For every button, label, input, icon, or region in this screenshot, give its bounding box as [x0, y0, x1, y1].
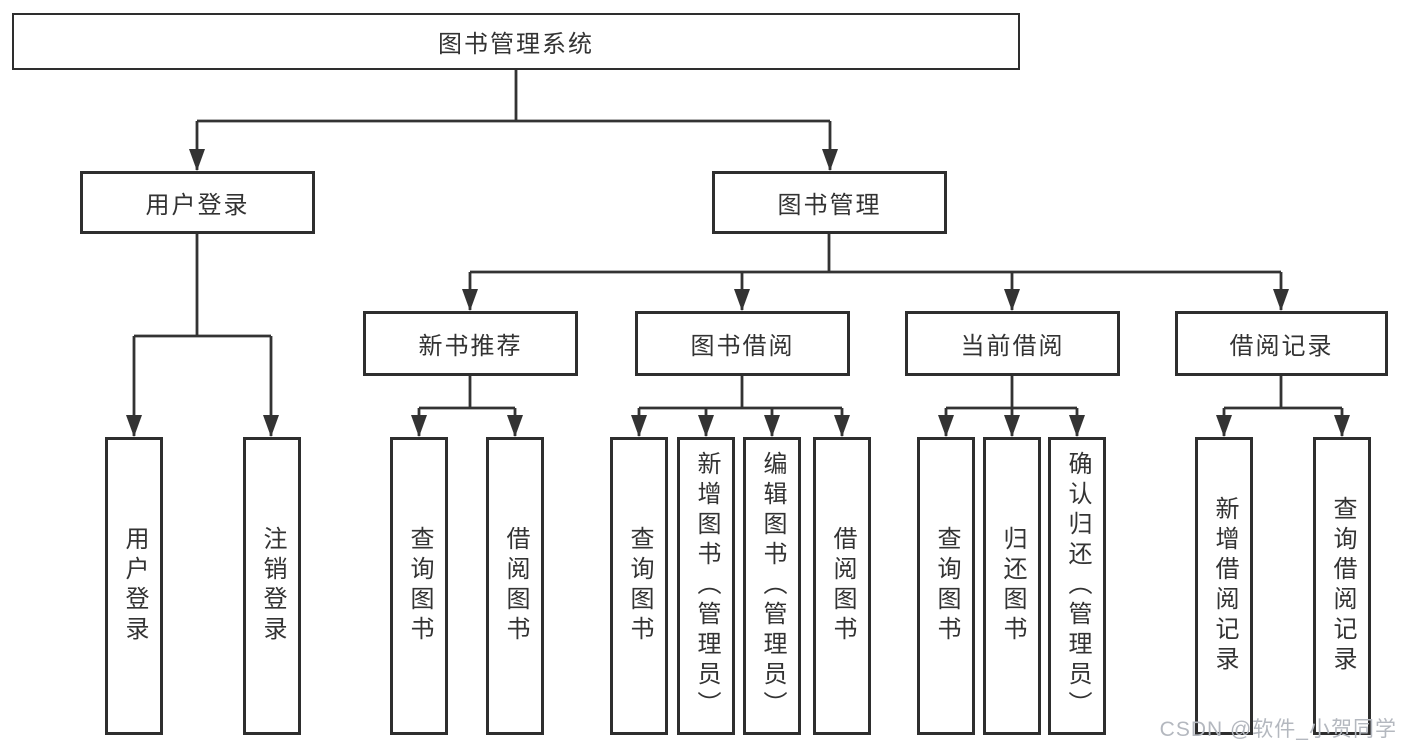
node-user-login: 用户登录 — [80, 171, 315, 234]
node-label: 查询图书 — [933, 526, 960, 646]
node-label: 用户登录 — [121, 526, 148, 646]
node-new-book-recommendation: 新书推荐 — [363, 311, 578, 376]
watermark-text: CSDN @软件_小贺同学 — [1159, 718, 1397, 741]
node-label: 图书管理 — [777, 192, 882, 219]
node-borrowing-records: 借阅记录 — [1175, 311, 1388, 376]
node-leaf-query-books-recommend: 查询图书 — [390, 437, 448, 735]
node-leaf-logout: 注销登录 — [243, 437, 301, 735]
node-leaf-add-borrow-record: 新增借阅记录 — [1195, 437, 1253, 735]
node-leaf-edit-book-admin: 编辑图书（管理员） — [743, 437, 801, 735]
node-label: 图书借阅 — [690, 333, 795, 360]
node-label: 新书推荐 — [418, 333, 523, 360]
node-label: 新增借阅记录 — [1211, 496, 1238, 676]
node-label: 图书管理系统 — [438, 31, 594, 58]
node-leaf-return-books: 归还图书 — [983, 437, 1041, 735]
node-label: 编辑图书（管理员） — [759, 451, 786, 721]
node-leaf-borrow-books-borrowing: 借阅图书 — [813, 437, 871, 735]
node-leaf-add-book-admin: 新增图书（管理员） — [677, 437, 735, 735]
node-leaf-borrow-books-recommend: 借阅图书 — [486, 437, 544, 735]
node-label: 归还图书 — [999, 526, 1026, 646]
node-label: 借阅图书 — [502, 526, 529, 646]
node-leaf-user-login: 用户登录 — [105, 437, 163, 735]
node-label: 注销登录 — [259, 526, 286, 646]
node-label: 借阅图书 — [829, 526, 856, 646]
node-leaf-query-books-borrowing: 查询图书 — [610, 437, 668, 735]
node-label: 确认归还（管理员） — [1064, 451, 1091, 721]
node-current-borrowing: 当前借阅 — [905, 311, 1120, 376]
node-label: 查询图书 — [626, 526, 653, 646]
node-book-management: 图书管理 — [712, 171, 947, 234]
node-label: 当前借阅 — [960, 333, 1065, 360]
node-leaf-query-borrow-record: 查询借阅记录 — [1313, 437, 1371, 735]
node-label: 借阅记录 — [1229, 333, 1334, 360]
node-label: 查询借阅记录 — [1329, 496, 1356, 676]
node-leaf-confirm-return-admin: 确认归还（管理员） — [1048, 437, 1106, 735]
node-library-management-system: 图书管理系统 — [12, 13, 1020, 70]
node-label: 查询图书 — [406, 526, 433, 646]
node-label: 用户登录 — [145, 192, 250, 219]
node-book-borrowing: 图书借阅 — [635, 311, 850, 376]
node-label: 新增图书（管理员） — [693, 451, 720, 721]
node-leaf-query-books-current: 查询图书 — [917, 437, 975, 735]
